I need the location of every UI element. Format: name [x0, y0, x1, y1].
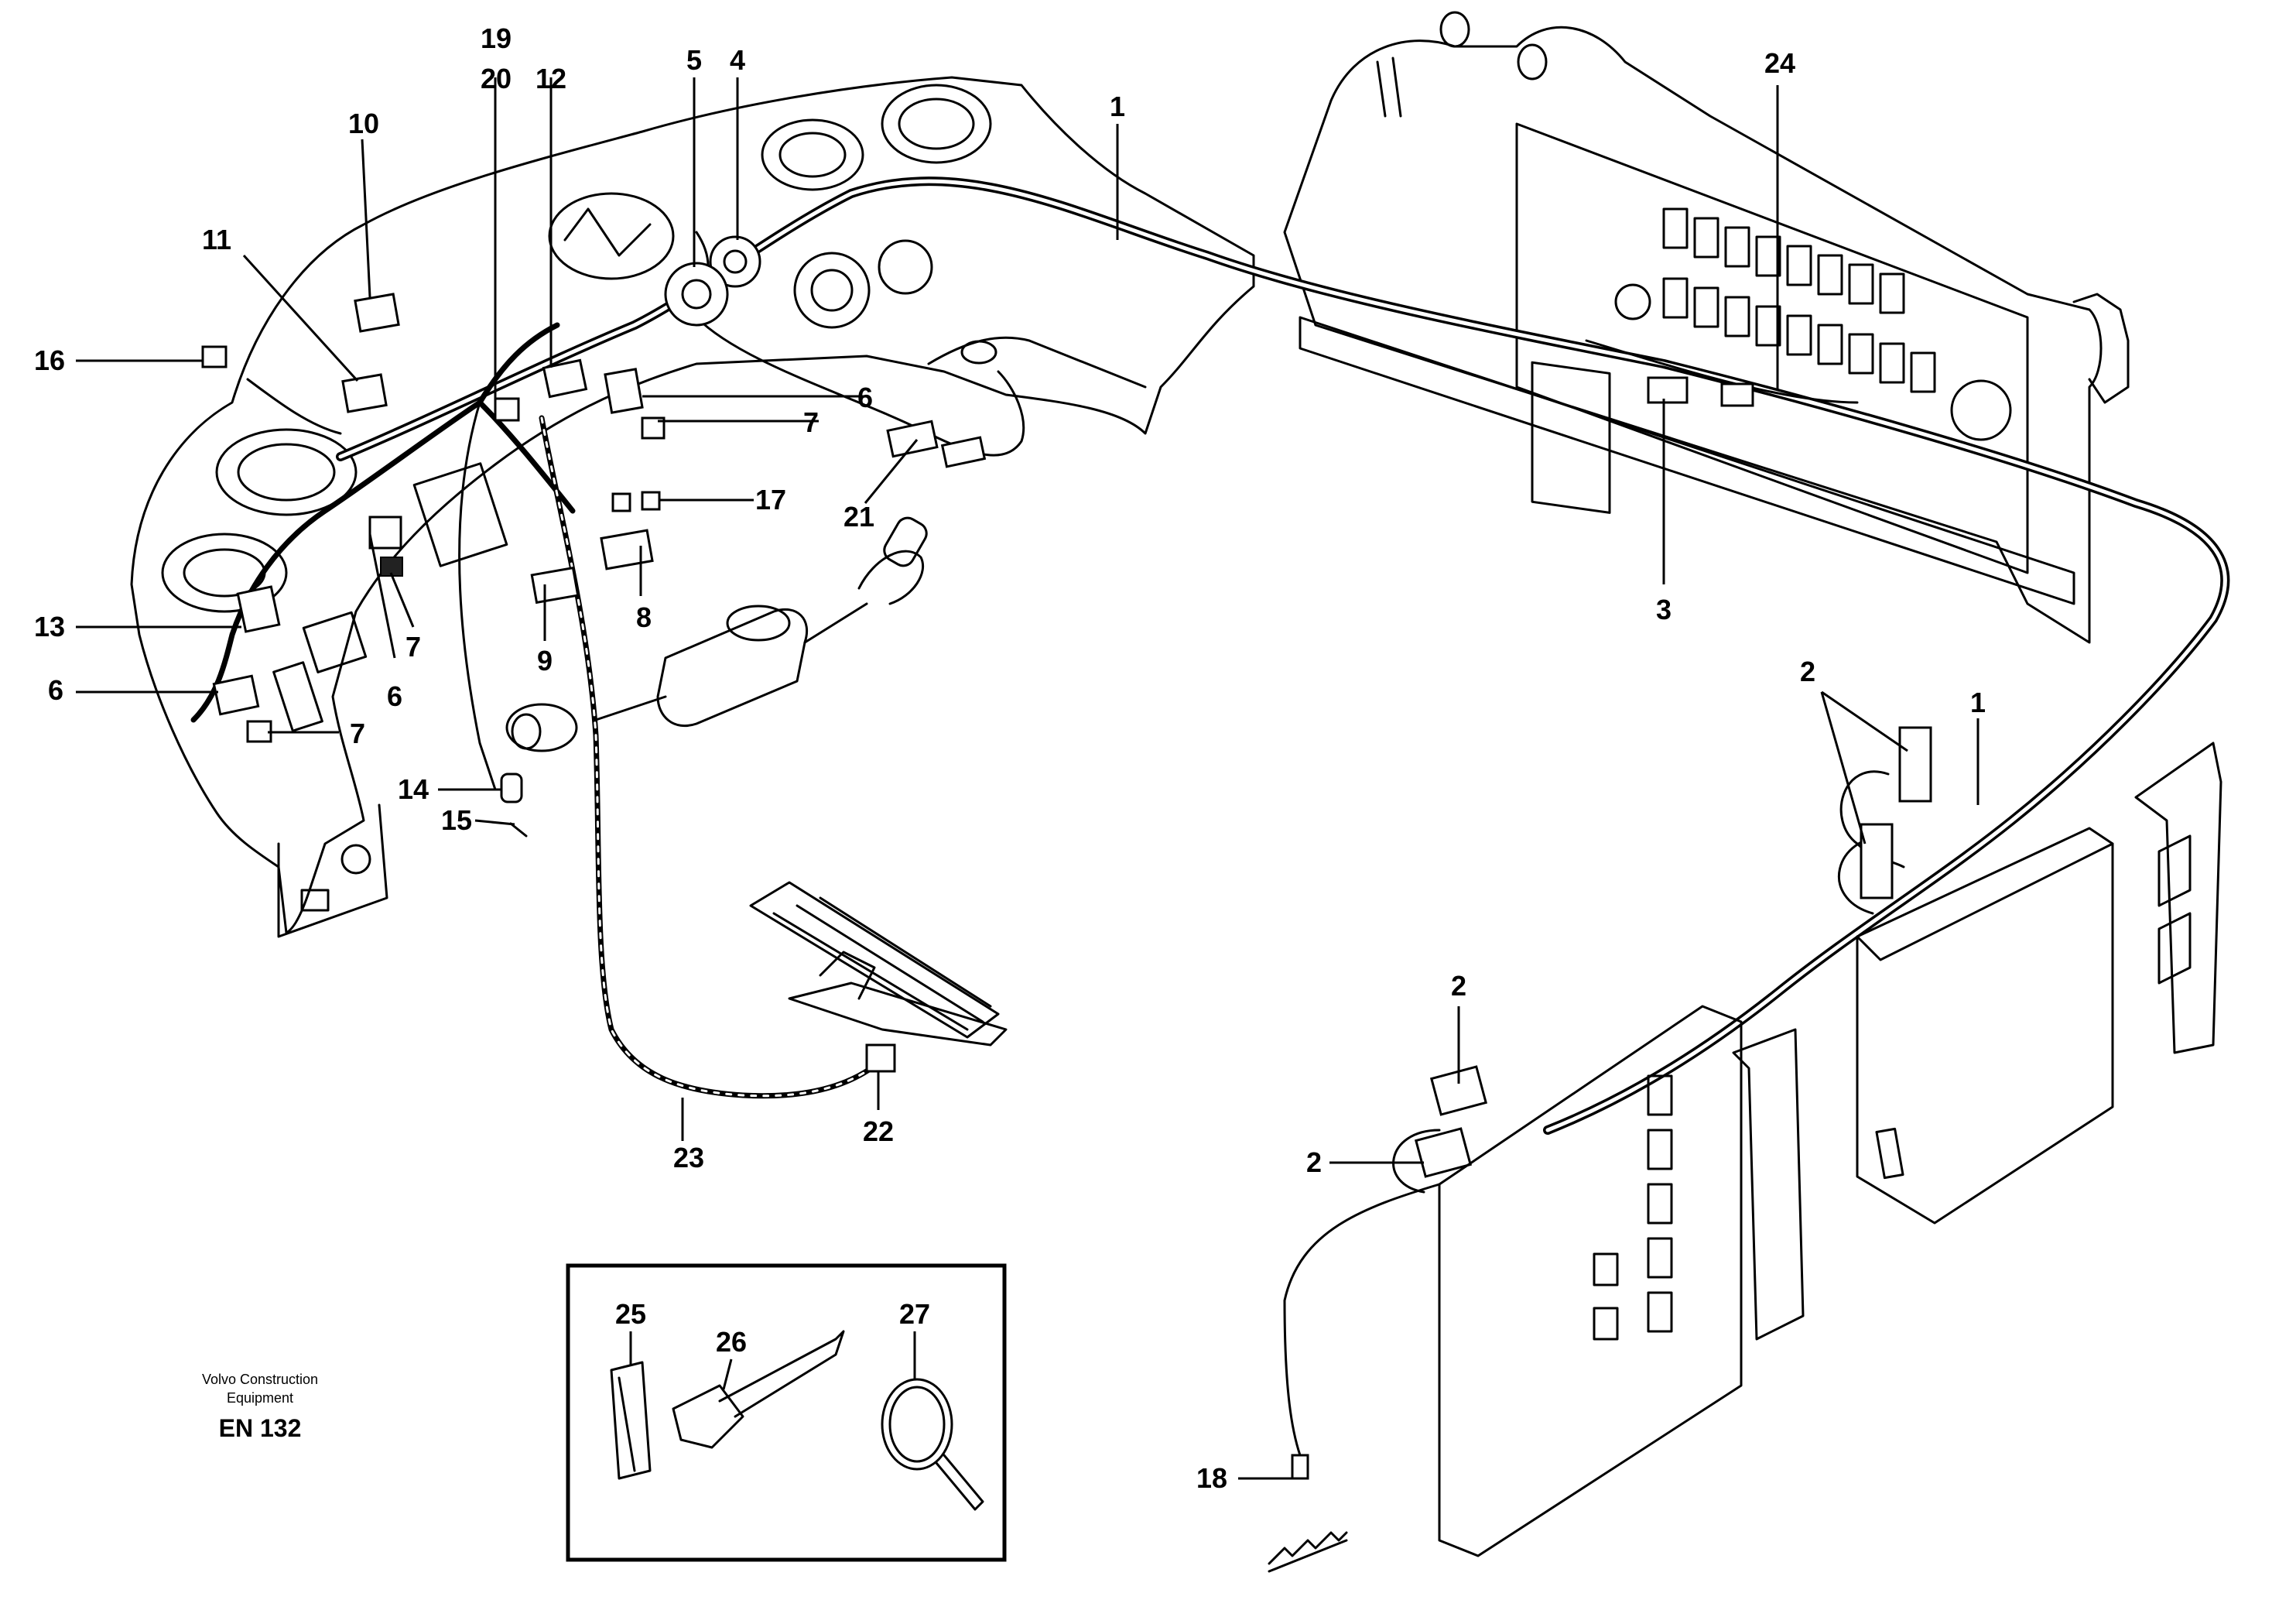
front-dashboard	[130, 76, 1255, 938]
connector-18	[1291, 1454, 1309, 1480]
connector-12	[542, 358, 588, 399]
publisher-mark: Volvo Construction Equipment EN 132	[202, 1372, 318, 1442]
callout-8: 8	[636, 601, 652, 633]
drawing-code: EN 132	[219, 1414, 302, 1442]
callout-9: 9	[537, 645, 553, 677]
callout-labels: 1 1 2 2 2 3 4 5 6 6 6 7 7 7 8 9 10 11 12…	[34, 22, 1986, 1494]
callout-7-right: 7	[803, 406, 819, 438]
connector-2d	[1414, 1127, 1473, 1178]
connector-17b	[641, 491, 661, 511]
callout-10: 10	[348, 108, 379, 139]
clip-25	[610, 1361, 652, 1480]
connector-19-20	[494, 397, 520, 422]
callout-21: 21	[843, 501, 874, 533]
right-control-panel	[1283, 11, 2130, 644]
callout-1-top: 1	[1110, 91, 1125, 122]
callout-17: 17	[755, 484, 786, 516]
main-harness	[190, 176, 2230, 1457]
connector-3	[1647, 376, 1689, 404]
callout-14: 14	[398, 773, 429, 805]
leader-lines	[76, 77, 1979, 1480]
inset-fasteners-box	[566, 1263, 1007, 1562]
callout-16: 16	[34, 344, 65, 376]
panel-switch-grid	[1662, 207, 1936, 393]
callout-2-board-top: 2	[1451, 970, 1466, 1002]
callout-2-board-left: 2	[1306, 1146, 1322, 1178]
pin-15	[509, 822, 528, 838]
callout-6-left: 6	[48, 674, 63, 706]
connector-6-right	[604, 368, 644, 414]
callout-15: 15	[441, 804, 472, 836]
callout-23: 23	[673, 1142, 704, 1173]
callout-26: 26	[716, 1326, 747, 1358]
connector-7-left	[246, 720, 272, 743]
callout-7-left: 7	[350, 718, 365, 749]
connector-21a	[886, 420, 939, 458]
brand-line-2: Equipment	[227, 1390, 293, 1406]
connector-11	[341, 373, 388, 413]
connector-13	[236, 585, 281, 633]
connector-2c	[1429, 1065, 1488, 1116]
switch-5	[664, 262, 729, 327]
cable-tie-27	[881, 1378, 984, 1511]
connector-10	[354, 293, 400, 333]
callout-27: 27	[899, 1298, 930, 1330]
brand-line-1: Volvo Construction	[202, 1372, 318, 1387]
inset-frame	[566, 1263, 1007, 1562]
callout-20: 20	[481, 63, 512, 94]
callout-5: 5	[686, 44, 702, 76]
callout-3: 3	[1656, 594, 1672, 625]
sensor-14	[500, 773, 523, 803]
callout-11: 11	[202, 224, 231, 255]
connector-24	[1720, 382, 1754, 407]
connector-2b	[1860, 823, 1894, 899]
callout-25: 25	[615, 1298, 646, 1330]
callout-24: 24	[1764, 47, 1795, 79]
connector-22	[865, 1043, 896, 1073]
callout-1-right: 1	[1970, 687, 1986, 718]
connector-8	[600, 529, 654, 570]
callout-4: 4	[730, 44, 745, 76]
callout-19: 19	[481, 22, 512, 54]
callout-7-mid: 7	[405, 631, 421, 663]
connector-6-left	[212, 674, 260, 716]
steering-column-lever	[505, 516, 928, 752]
connector-21b	[940, 436, 987, 468]
callout-18: 18	[1196, 1462, 1227, 1494]
connector-17a	[611, 492, 631, 512]
connector-16	[201, 345, 228, 368]
connectors	[201, 235, 1932, 1573]
electronics-units	[1438, 742, 2222, 1557]
connector-2a	[1898, 726, 1932, 803]
connector-9	[530, 566, 580, 605]
callout-6-right: 6	[857, 382, 873, 413]
callout-13: 13	[34, 611, 65, 642]
accelerator-pedal	[749, 881, 1008, 1047]
clip-26	[672, 1330, 845, 1449]
callout-6-mid: 6	[387, 680, 402, 712]
callout-12: 12	[536, 63, 566, 94]
callout-22: 22	[863, 1115, 894, 1147]
connector-6-mid	[368, 516, 402, 550]
callout-2-right: 2	[1800, 656, 1815, 687]
switch-4	[709, 235, 761, 288]
circuit-board-chips	[1593, 1074, 1673, 1341]
